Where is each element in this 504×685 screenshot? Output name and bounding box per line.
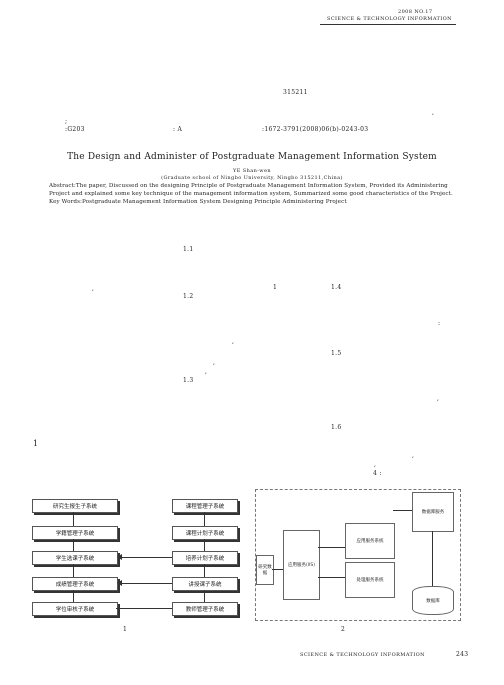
article-number: :1672-3791(2008)06(b)-0243-03 — [262, 126, 369, 133]
fig2-bottom-mid-box: 处理服务系统 — [345, 562, 395, 598]
punct-mark: , — [437, 395, 440, 402]
fig2-server-box: 应用服务(IIS) — [283, 530, 320, 600]
punct-mark: , — [432, 109, 435, 116]
punct-mark: ; — [65, 118, 68, 125]
figure-2-caption: 2 — [341, 626, 346, 633]
fig2-arrow — [393, 510, 412, 511]
fig1-right-box-1: 课程管理子系统 — [172, 499, 238, 513]
english-title: The Design and Administer of Postgraduat… — [67, 152, 437, 162]
fig1-connector — [73, 512, 74, 526]
fig1-arrow-head — [117, 554, 122, 560]
punct-mark: , — [412, 452, 415, 459]
figure-1-caption: 1 — [123, 626, 128, 633]
fig1-link-line — [116, 608, 172, 609]
fig1-arrow-head — [117, 580, 122, 586]
fig1-connector — [204, 539, 205, 551]
english-keywords: Key Words:Postgraduate Management Inform… — [49, 199, 347, 205]
fig2-top-right-box: 数据库服务 — [412, 492, 454, 532]
clc-number: :G203 — [65, 126, 85, 133]
colon-mark: : — [438, 320, 441, 327]
fig1-left-box-3: 学生选课子系统 — [32, 551, 118, 565]
punct-mark: , — [213, 359, 216, 366]
fig1-connector — [73, 564, 74, 577]
punct-mark: , — [374, 461, 377, 468]
fig2-arrow — [318, 547, 345, 548]
fig2-input-box: 研究数据 — [256, 555, 274, 585]
section-1-3: 1.3 — [183, 377, 194, 384]
page-number: 243 — [456, 651, 469, 658]
document-code: : A — [173, 126, 183, 133]
section-1-4: 1.4 — [331, 284, 342, 291]
fig2-frame — [255, 489, 461, 621]
fig1-right-box-5: 教师管理子系统 — [172, 602, 238, 616]
fig2-arrow — [272, 569, 283, 570]
postcode: 315211 — [283, 89, 308, 96]
section-1-1: 1.1 — [183, 246, 194, 253]
fig1-left-box-4: 成绩管理子系统 — [32, 577, 118, 591]
fig1-connector — [204, 590, 205, 602]
fig2-database: 数据库 — [412, 586, 454, 615]
fig2-arrow — [318, 577, 345, 578]
fig2-arrow — [432, 531, 433, 586]
english-abstract: Abstract:The paper, Discussed on the des… — [49, 183, 453, 197]
punct-mark: , — [205, 368, 208, 375]
fig1-connector — [204, 512, 205, 526]
journal-header: SCIENCE & TECHNOLOGY INFORMATION — [327, 16, 452, 22]
punct-mark: , — [232, 338, 235, 345]
fig1-right-box-2: 课程计划子系统 — [172, 526, 238, 540]
section-1-5: 1.5 — [331, 350, 342, 357]
english-author: YE Shan-wen — [233, 168, 271, 174]
fig1-left-box-1: 研究生报生子系统 — [32, 499, 118, 513]
colon-mark: 4 : — [373, 470, 382, 477]
fig1-arrow-line — [122, 583, 172, 584]
header-rule — [320, 24, 456, 25]
footer-journal: SCIENCE & TECHNOLOGY INFORMATION — [300, 652, 425, 658]
fig2-top-mid-box: 应用服务系统 — [345, 523, 395, 559]
section-1-2: 1.2 — [183, 293, 194, 300]
section-1: 1 — [273, 284, 278, 291]
fig1-connector — [73, 539, 74, 551]
english-affiliation: (Graduate school of Ningbo University, N… — [161, 175, 343, 181]
fig1-right-box-3: 培养计划子系统 — [172, 551, 238, 565]
issue-number: 2008 NO.17 — [398, 9, 433, 15]
fig1-left-box-5: 学位审核子系统 — [32, 602, 118, 616]
fig1-right-box-4: 讲授课子系统 — [172, 577, 238, 591]
fig1-connector — [204, 564, 205, 577]
fig1-connector — [73, 590, 74, 602]
fig1-arrow-line — [122, 557, 172, 558]
section-1-6: 1.6 — [331, 424, 342, 431]
fig1-left-box-2: 学籍管理子系统 — [32, 526, 118, 540]
punct-mark: , — [92, 285, 95, 292]
section-1-heading: 1 — [33, 439, 39, 448]
